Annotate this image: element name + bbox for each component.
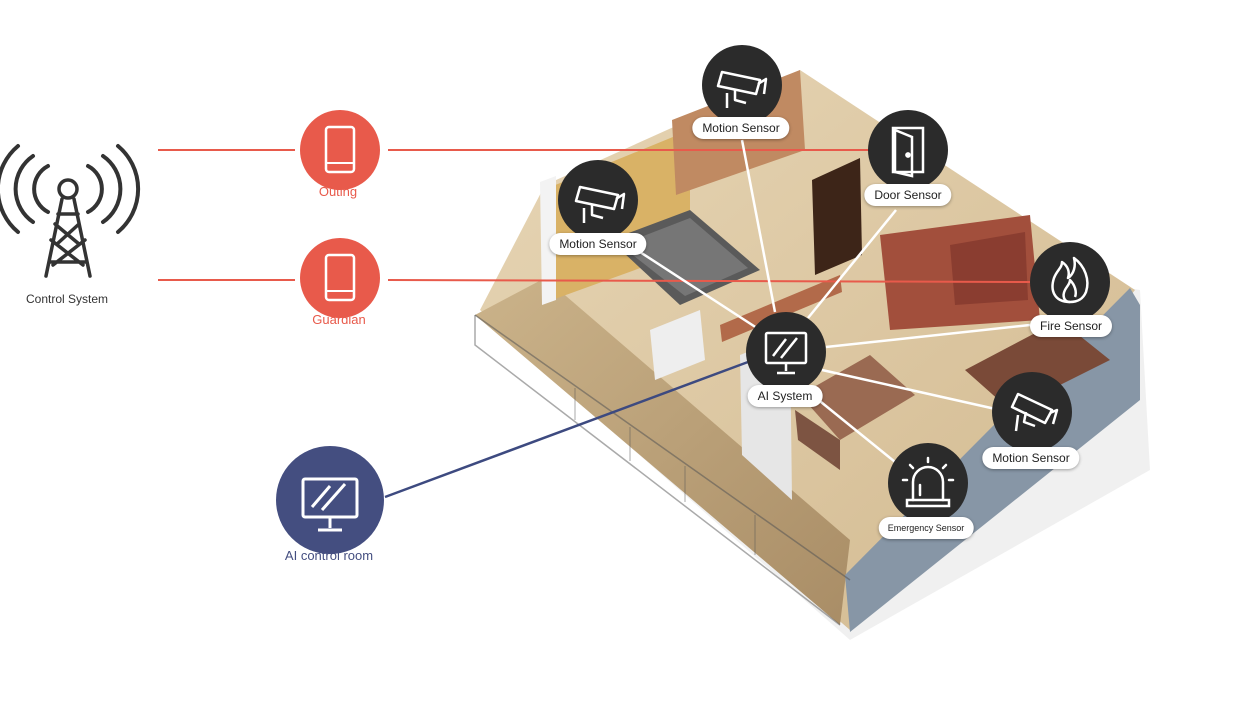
monitor-icon [301,477,359,532]
interior-wall [650,310,705,380]
smartphone-icon [324,253,356,302]
siren-icon [901,456,955,508]
motion-sensor-right-label: Motion Sensor [982,447,1080,469]
motion-sensor-left-node[interactable] [558,160,638,240]
balcony-deck [475,278,850,625]
emergency-sensor-label: Emergency Sensor [878,517,974,539]
guardian-label: Guardian [312,312,365,327]
cctv-camera-icon [574,185,626,223]
control-system-label: Control System [26,292,108,306]
outing-node[interactable] [300,110,380,190]
link-guardian-fire [387,279,1031,283]
tower-icon [0,144,141,278]
sofa [800,355,915,440]
motion-sensor-top-label: Motion Sensor [692,117,790,139]
cctv-camera-icon [716,70,768,108]
outing-label: Outing [319,184,357,199]
door-icon [891,126,925,178]
cctv-camera-icon [1010,392,1059,432]
fire-sensor-node[interactable] [1030,242,1110,322]
smartphone-icon [324,125,356,174]
link-control-room [384,360,749,499]
wardrobe [812,158,862,275]
door-sensor-node[interactable] [868,110,948,190]
door-sensor-label: Door Sensor [864,184,952,206]
motion-sensor-top-node[interactable] [702,45,782,125]
fire-sensor-label: Fire Sensor [1029,315,1113,337]
ai-system-node[interactable] [746,312,826,392]
motion-sensor-left-label: Motion Sensor [549,233,647,255]
balcony-railing [474,314,851,581]
guardian-node[interactable] [300,238,380,318]
motion-sensor-right-node[interactable] [992,372,1072,452]
ai-control-room-node[interactable] [276,446,384,554]
flame-icon [1051,256,1089,304]
ai-control-room-label: AI control room [285,548,373,563]
ai-system-label: AI System [747,385,823,407]
monitor-icon [764,331,808,375]
emergency-sensor-node[interactable] [888,443,968,523]
